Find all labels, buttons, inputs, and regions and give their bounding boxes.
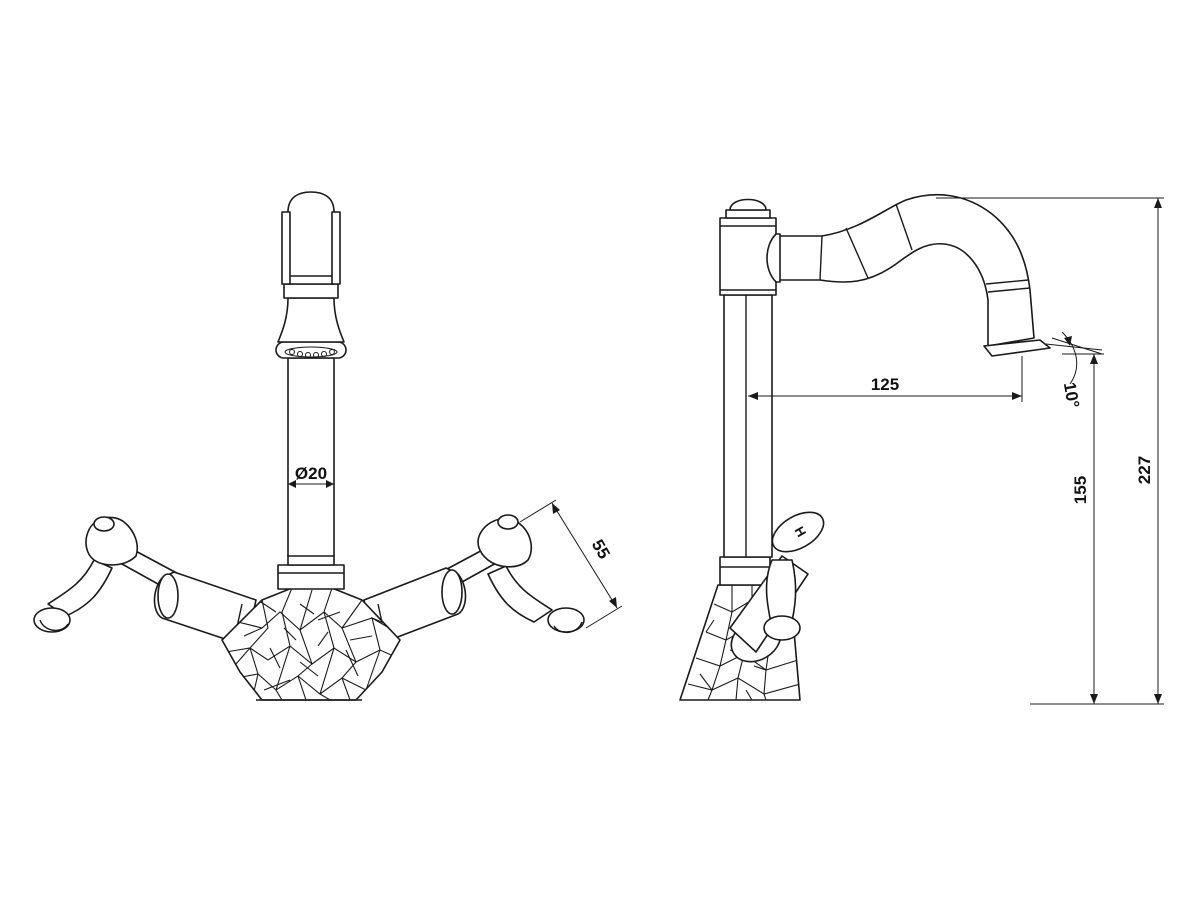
front-collar [277, 554, 345, 590]
right-lever-handle [363, 514, 585, 651]
total-height-label: 227 [1135, 456, 1154, 484]
side-view: H 125 10° 155 [679, 194, 1164, 705]
side-curved-spout [766, 194, 1051, 357]
side-pillar [719, 198, 777, 586]
front-spout-body [275, 191, 347, 557]
reach-dimension: 125 [748, 356, 1023, 402]
angle-dimension: 10° [1045, 331, 1103, 410]
reach-label: 125 [871, 375, 899, 394]
outlet-height-label: 155 [1071, 476, 1090, 504]
diameter-dimension: Ø20 [288, 464, 334, 488]
front-crackle-base [221, 587, 401, 701]
diameter-label: Ø20 [295, 464, 327, 483]
front-view: Ø20 55 [33, 191, 623, 701]
total-height-dimension: 227 [936, 197, 1164, 704]
left-lever-handle [33, 516, 257, 651]
side-hot-handle: H [729, 511, 825, 663]
angle-label: 10° [1060, 381, 1083, 410]
handle-length-label: 55 [588, 536, 614, 562]
outlet-height-dimension: 155 [1062, 353, 1104, 704]
